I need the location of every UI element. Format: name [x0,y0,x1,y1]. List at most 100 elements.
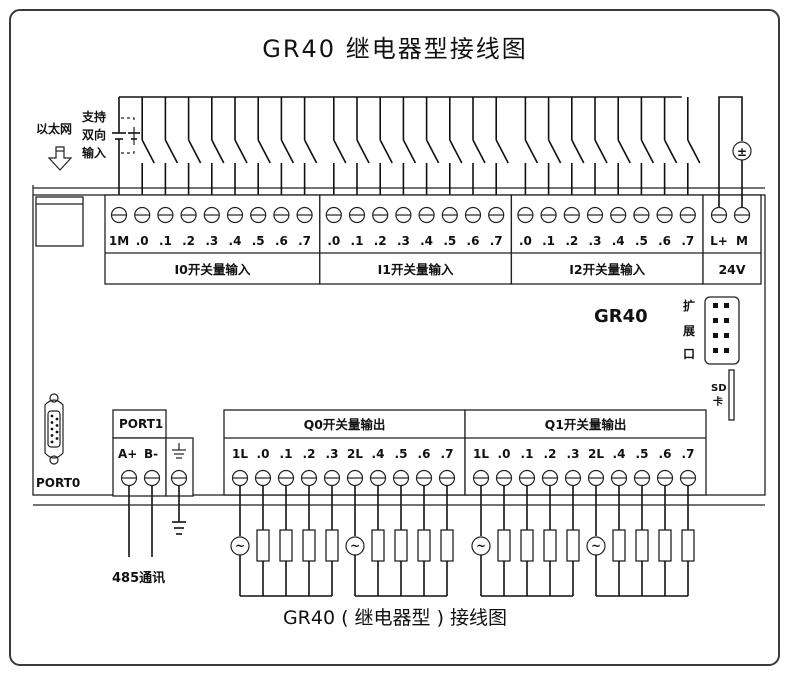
load-icon [302,529,316,562]
db9-pin [50,427,54,431]
rs485-label: 485通讯 [112,570,165,586]
output-terminal[interactable] [277,469,295,487]
input-terminal-label: .7 [681,234,694,248]
input-terminal[interactable] [226,206,244,224]
input-terminal[interactable] [180,206,197,224]
input-terminal[interactable] [488,206,505,224]
output-circuit: ~ [586,486,695,597]
output-terminal[interactable] [231,469,249,487]
port0-connector[interactable]: PORT0 [36,393,80,490]
input-terminal[interactable] [250,206,267,224]
input-terminal[interactable] [273,206,290,224]
load-icon [635,529,649,562]
input-terminal-label: .2 [565,234,578,248]
output-terminal[interactable] [346,469,364,487]
output-terminal[interactable] [610,469,628,487]
output-terminal-label: .3 [326,447,339,461]
input-terminal[interactable] [157,206,174,224]
output-terminal-label: 2L [588,447,604,461]
db9-icon [44,393,64,465]
output-terminal[interactable] [254,469,272,487]
input-terminal[interactable] [679,206,696,224]
input-terminal[interactable] [348,206,366,224]
output-terminal[interactable] [392,469,410,487]
load-icon [279,529,293,562]
db9-pin [55,430,59,434]
input-terminal-label: .2 [182,234,195,248]
output-terminal[interactable] [472,469,490,487]
port1-terminal-a: A+ [118,447,137,461]
output-terminal-label: .0 [498,447,511,461]
input-terminal-label: .0 [519,234,532,248]
output-terminal[interactable] [633,469,651,487]
ac-source-symbol: ~ [476,539,486,553]
input-terminal[interactable] [656,206,673,224]
bidir-note-line-3: 输入 [82,145,106,160]
expansion-pin [713,348,718,353]
output-terminal[interactable] [415,469,433,487]
port1-terminal[interactable] [143,469,161,487]
input-terminal[interactable] [610,206,627,224]
output-terminal[interactable] [438,469,456,487]
output-terminal[interactable] [518,469,536,487]
output-terminal-label: 2L [347,447,363,461]
input-terminal[interactable] [110,206,128,224]
output-terminal-label: .3 [567,447,580,461]
power-terminal[interactable] [733,206,751,224]
output-terminal[interactable] [656,469,674,487]
input-terminal-label: .3 [397,234,410,248]
expansion-pin [724,318,729,323]
input-terminal[interactable] [540,206,557,224]
input-terminal[interactable] [134,206,151,224]
sd-card-slot[interactable]: SD 卡 [711,369,735,421]
input-terminal[interactable] [372,206,389,224]
load-icon [681,529,695,562]
input-terminal[interactable] [395,206,412,224]
ac-source-symbol: ~ [350,539,360,553]
output-terminal[interactable] [300,469,318,487]
output-terminal[interactable] [541,469,559,487]
input-terminal[interactable] [325,206,342,224]
load-icon [440,529,454,562]
input-terminal[interactable] [441,206,458,224]
input-group-label: I1开关量输入 [378,262,454,277]
sd-label-2: 卡 [713,395,723,408]
dc-source-symbol: ± [737,145,747,159]
input-terminal[interactable] [418,206,435,224]
input-terminal-label: .4 [229,234,242,248]
ethernet-port[interactable] [35,196,84,247]
db9-pin [50,440,54,444]
input-group-label: I0开关量输入 [174,262,250,277]
expansion-label-3: 口 [683,347,695,361]
output-terminal[interactable] [587,469,605,487]
output-terminal[interactable] [564,469,582,487]
expansion-port[interactable]: 扩 展 口 [683,296,740,365]
input-terminal[interactable] [586,206,604,224]
output-group-label: Q1开关量输出 [545,417,627,432]
output-terminal[interactable] [323,469,341,487]
input-terminal-label: .7 [298,234,311,248]
ground-terminal[interactable] [170,469,188,487]
input-terminal[interactable] [203,206,220,224]
output-terminal-label: .0 [257,447,270,461]
port1-label: PORT1 [119,417,163,431]
load-icon [371,529,385,562]
port0-label: PORT0 [36,476,80,490]
input-terminal[interactable] [296,206,313,224]
input-terminal[interactable] [517,206,534,224]
port1-terminal[interactable] [120,469,138,487]
output-terminal-label: .4 [372,447,385,461]
output-terminal[interactable] [369,469,387,487]
input-terminal[interactable] [563,206,580,224]
sd-label-1: SD [711,383,727,394]
input-terminal[interactable] [464,206,482,224]
bidir-note-line-1: 支持 [81,109,106,124]
output-terminal[interactable] [495,469,513,487]
output-terminal-label: .1 [521,447,534,461]
arrow-down-icon [47,146,73,171]
ethernet-label: 以太网 [36,121,72,136]
power-terminal[interactable] [710,206,728,224]
output-terminal[interactable] [679,469,697,487]
input-terminal[interactable] [633,206,650,224]
